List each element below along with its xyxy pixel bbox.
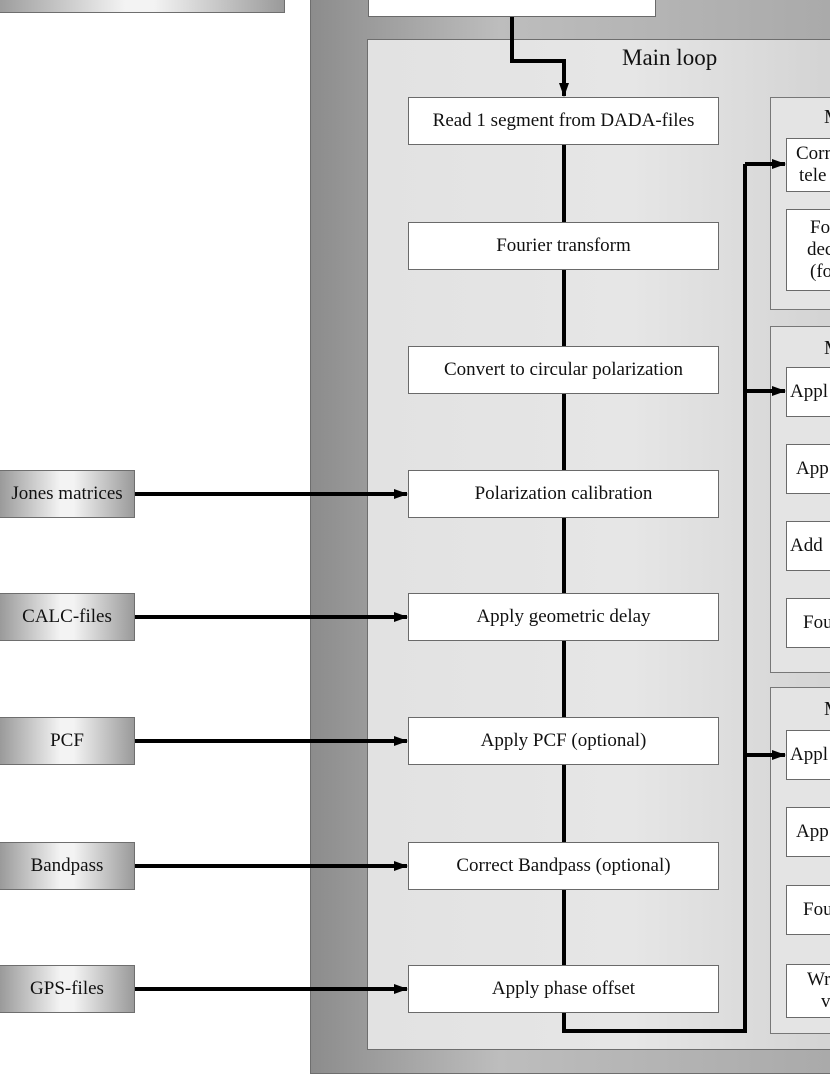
input-calc-files: CALC-files [0, 593, 135, 641]
panel3-item-4-line-1: Wr [807, 969, 830, 990]
right-panel-2-title: M [824, 337, 830, 360]
input-bandpass: Bandpass [0, 842, 135, 890]
step-geometric-delay: Apply geometric delay [408, 593, 719, 641]
panel3-item-1: Appl [786, 730, 830, 780]
step-read-segment: Read 1 segment from DADA-files [408, 97, 719, 145]
step-polarization-calibration: Polarization calibration [408, 470, 719, 518]
panel2-item-3: Add [786, 521, 830, 571]
panel3-item-2: App [786, 807, 830, 857]
panel1-item-2-line-1: Fo [810, 217, 830, 238]
top-input-box [0, 0, 285, 13]
top-step-box [368, 0, 656, 17]
panel3-item-4: Wr v [786, 964, 830, 1018]
input-gps-files: GPS-files [0, 965, 135, 1013]
panel2-item-2: App [786, 444, 830, 494]
main-loop-title: Main loop [622, 45, 718, 70]
panel2-item-1: Appl [786, 367, 830, 417]
step-fourier-transform: Fourier transform [408, 222, 719, 270]
input-pcf: PCF [0, 717, 135, 765]
step-apply-pcf: Apply PCF (optional) [408, 717, 719, 765]
step-phase-offset: Apply phase offset [408, 965, 719, 1013]
right-panel-1-title: M [824, 106, 830, 129]
panel2-item-4: Fou [786, 598, 830, 648]
panel1-item-2-line-2: dec [807, 239, 830, 260]
right-panel-3-title: M [824, 698, 830, 721]
panel1-item-2: Fo dec (fo [786, 209, 830, 291]
panel1-item-1: Corr tele [786, 138, 830, 192]
panel1-item-1-line-2: tele [799, 165, 827, 186]
panel1-item-2-line-3: (fo [810, 261, 830, 282]
panel1-item-1-line-1: Corr [796, 143, 830, 164]
panel3-item-3: Fou [786, 885, 830, 935]
step-correct-bandpass: Correct Bandpass (optional) [408, 842, 719, 890]
panel3-item-4-line-2: v [821, 991, 830, 1012]
step-circular-polarization: Convert to circular polarization [408, 346, 719, 394]
input-jones-matrices: Jones matrices [0, 470, 135, 518]
